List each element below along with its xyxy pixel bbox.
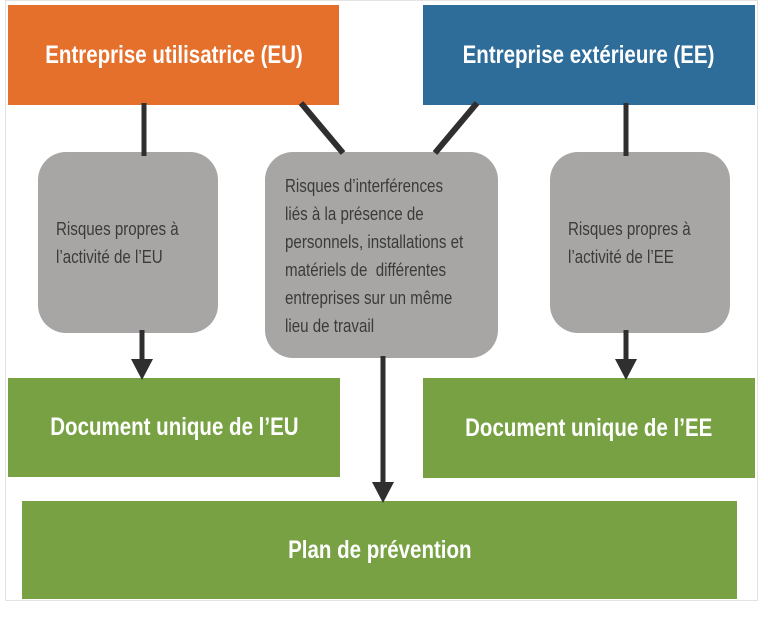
risques-eu-box: Risques propres à l’activité de l’EU [38,152,218,333]
risques-ee-box: Risques propres à l’activité de l’EE [550,152,730,333]
document-unique-eu-label: Document unique de l’EU [49,413,299,441]
diagram-frame [5,0,758,601]
risques-ee-label: Risques propres à l’activité de l’EE [568,218,691,267]
entreprise-exterieure-label: Entreprise extérieure (EE) [463,40,715,69]
plan-prevention-box: Plan de prévention [22,501,737,599]
entreprise-utilisatrice-box: Entreprise utilisatrice (EU) [8,5,339,105]
document-unique-ee-box: Document unique de l’EE [423,378,755,478]
entreprise-exterieure-box: Entreprise extérieure (EE) [423,5,755,105]
risques-interferences-box: Risques d’interférences liés à la présen… [265,152,498,358]
document-unique-ee-label: Document unique de l’EE [465,413,713,442]
entreprise-utilisatrice-label: Entreprise utilisatrice (EU) [44,40,303,69]
plan-prevention-label: Plan de prévention [287,535,472,564]
risques-eu-label: Risques propres à l’activité de l’EU [56,218,179,267]
risques-interferences-label: Risques d’interférences liés à la présen… [285,176,464,336]
document-unique-eu-box: Document unique de l’EU [8,378,340,477]
